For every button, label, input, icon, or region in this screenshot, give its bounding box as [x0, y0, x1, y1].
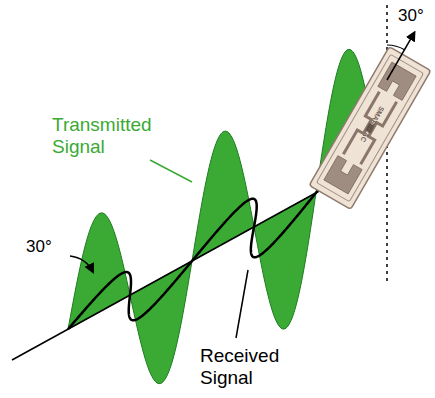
leader-line	[150, 160, 192, 182]
tag-orientation-arrow	[387, 32, 415, 80]
angle-label: 30°	[26, 237, 52, 257]
angle-arc	[387, 45, 405, 50]
signal-label: Transmitted Signal	[52, 114, 152, 158]
transmitted-wave	[68, 49, 378, 383]
waves	[12, 49, 383, 383]
rfid-tag	[309, 47, 431, 210]
signal-label: Received Signal	[200, 345, 279, 389]
angle-label: 30°	[398, 6, 424, 26]
angle-arrow	[70, 256, 93, 272]
leader-line	[236, 270, 248, 338]
